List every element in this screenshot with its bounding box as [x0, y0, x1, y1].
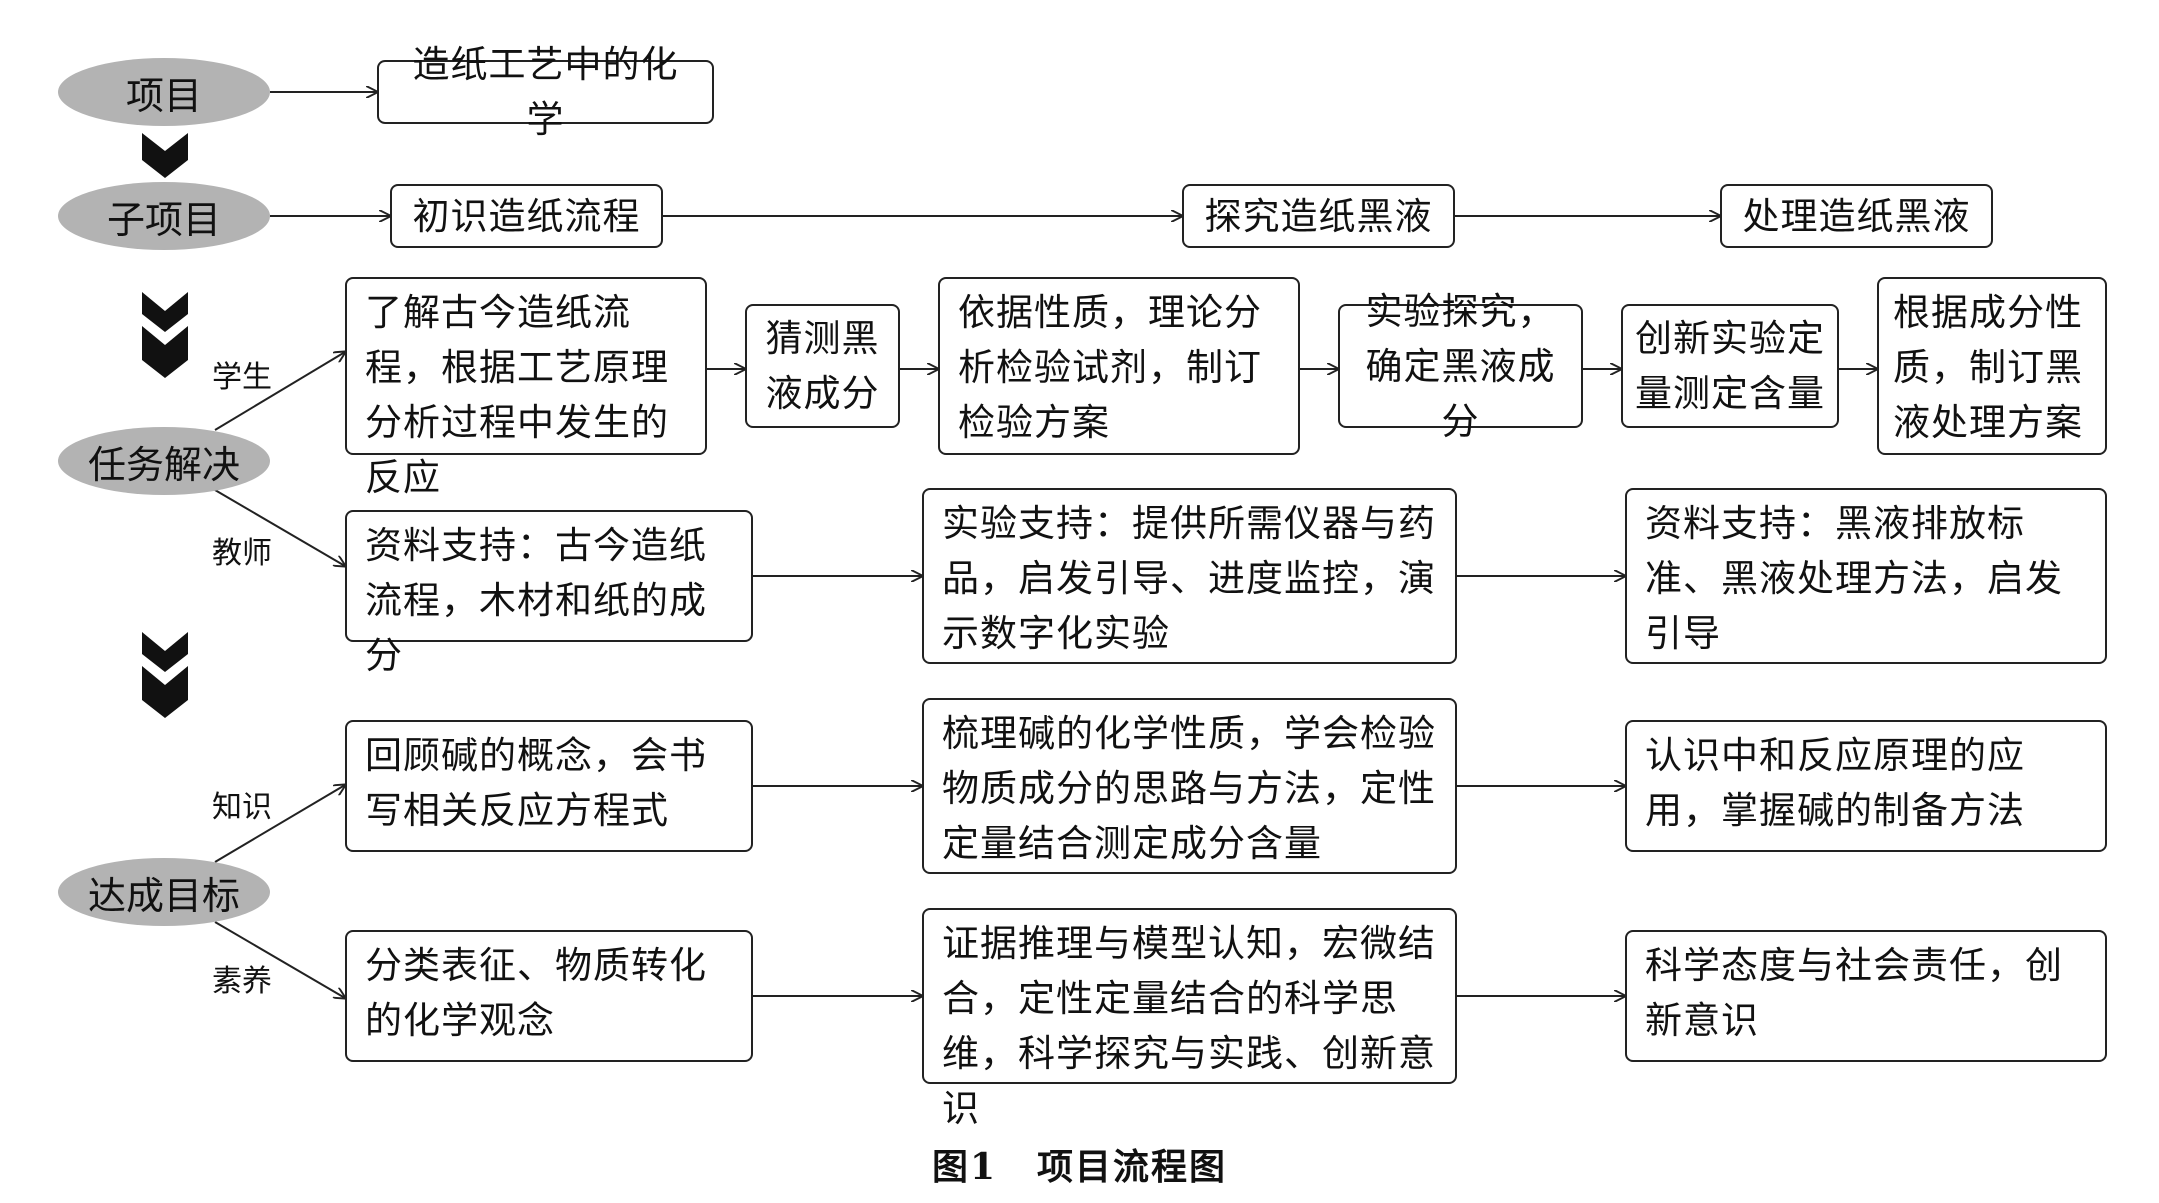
- teacher-step-3: 资料支持：黑液排放标准、黑液处理方法，启发引导: [1625, 488, 2107, 664]
- knowledge-step-1: 回顾碱的概念，会书写相关反应方程式: [345, 720, 753, 852]
- knowledge-step-2: 梳理碱的化学性质，学会检验物质成分的思路与方法，定性定量结合测定成分含量: [922, 698, 1457, 874]
- branch-line-student: [214, 352, 345, 431]
- label-teacher: 教师: [212, 536, 272, 571]
- label-student: 学生: [212, 360, 272, 395]
- knowledge-step-3: 认识中和反应原理的应用，掌握碱的制备方法: [1625, 720, 2107, 852]
- student-step-5: 创新实验定量测定含量: [1621, 304, 1839, 428]
- figure-caption: 图1 项目流程图: [0, 1138, 2159, 1190]
- node-goal: 达成目标: [58, 858, 270, 926]
- student-step-6: 根据成分性质，制订黑液处理方案: [1877, 277, 2107, 455]
- subproject-box-3: 处理造纸黑液: [1720, 184, 1993, 248]
- chevron-down-icon: [142, 133, 188, 178]
- project-box: 造纸工艺中的化学: [377, 43, 714, 141]
- literacy-step-2: 证据推理与模型认知，宏微结合，定性定量结合的科学思维，科学探究与实践、创新意识: [922, 908, 1457, 1130]
- chevron-down-icon: [142, 292, 188, 332]
- chevron-down-icon: [142, 326, 188, 378]
- subproject-box-1: 初识造纸流程: [390, 184, 663, 248]
- literacy-step-1: 分类表征、物质转化的化学观念: [345, 930, 753, 1062]
- node-subproject: 子项目: [58, 182, 270, 250]
- label-literacy: 素养: [212, 964, 272, 999]
- student-step-2: 猜测黑液成分: [745, 304, 900, 428]
- chevron-down-icon: [142, 632, 188, 672]
- branch-line-knowledge: [214, 785, 345, 863]
- node-task: 任务解决: [58, 427, 270, 495]
- literacy-step-3: 科学态度与社会责任，创新意识: [1625, 930, 2107, 1062]
- student-step-3: 依据性质，理论分析检验试剂，制订检验方案: [938, 277, 1300, 455]
- branch-line-literacy: [214, 921, 345, 998]
- teacher-step-2: 实验支持：提供所需仪器与药品，启发引导、进度监控，演示数字化实验: [922, 488, 1457, 664]
- figure-title: 项目流程图: [1037, 1146, 1228, 1188]
- subproject-box-2: 探究造纸黑液: [1182, 184, 1455, 248]
- chevron-down-icon: [142, 666, 188, 718]
- student-step-1: 了解古今造纸流程，根据工艺原理分析过程中发生的反应: [345, 277, 707, 499]
- node-project: 项目: [58, 58, 270, 126]
- teacher-step-1: 资料支持：古今造纸流程，木材和纸的成分: [345, 510, 753, 677]
- figure-number: 图1: [931, 1146, 998, 1188]
- label-knowledge: 知识: [212, 790, 272, 825]
- student-step-4: 实验探究，确定黑液成分: [1338, 290, 1583, 443]
- branch-line-teacher: [214, 489, 345, 566]
